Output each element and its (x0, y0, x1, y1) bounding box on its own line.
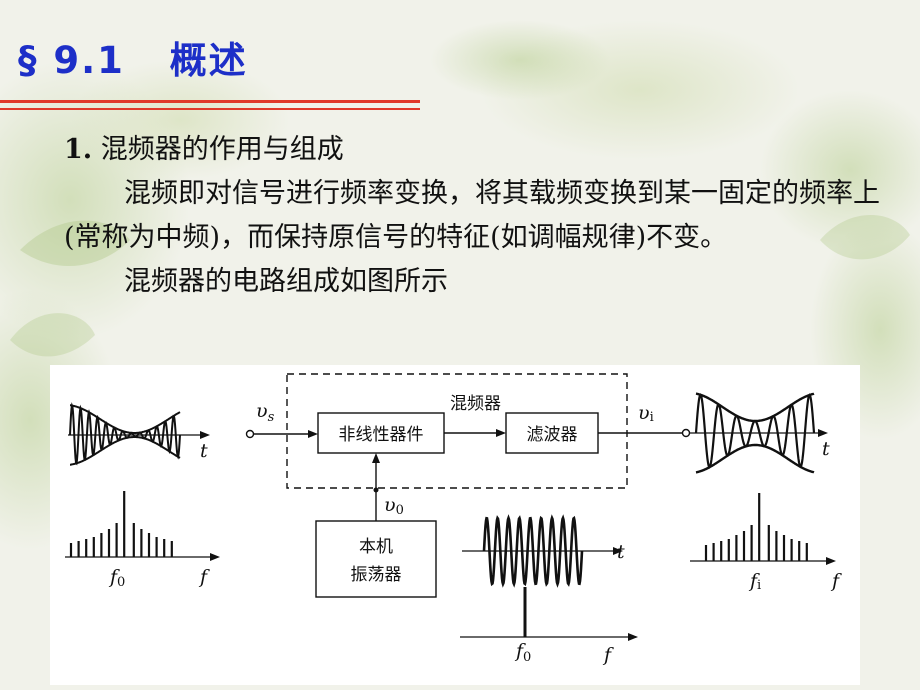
output-waveform (694, 393, 816, 469)
mixer-figure: t f f0 υs 混频器 非线性器件 滤波器 υi υ0 本机 振荡器 t f… (50, 365, 860, 685)
input-t-label: t (200, 440, 208, 462)
title-underline-thin (0, 108, 420, 110)
mixer-diagram: t f f0 υs 混频器 非线性器件 滤波器 υi υ0 本机 振荡器 t f… (65, 373, 842, 666)
output-fi-sub: i (757, 578, 761, 593)
lo-signal-label: υ0 (384, 494, 404, 518)
slide-body: 1. 混频器的作用与组成 混频即对信号进行频率变换，将其载频变换到某一固定的频率… (64, 128, 884, 304)
v0-symbol: υ (384, 494, 396, 516)
lo-label-line1: 本机 (359, 537, 393, 557)
slide-title: § 9.1 概述 (18, 39, 248, 82)
section-heading: 1. 混频器的作用与组成 (64, 128, 884, 172)
local-oscillator-block (315, 520, 437, 598)
output-signal-label: υi (638, 402, 654, 425)
lo-axis-arrow (613, 547, 623, 555)
mixer-label: 混频器 (450, 394, 501, 414)
mixer-boundary (286, 373, 628, 489)
output-axis-arrow (818, 429, 828, 437)
output-envelope-upper (695, 392, 815, 423)
lo-t-label: t (617, 541, 625, 563)
lo-f0-label: f0 (514, 640, 531, 665)
input-terminal (245, 429, 255, 439)
vs-symbol: υ (256, 400, 268, 422)
lo-junction (373, 487, 379, 493)
output-fi-label: fi (748, 570, 761, 593)
vi-symbol: υ (638, 402, 650, 424)
link-arrow (496, 429, 506, 437)
output-f-label: f (830, 570, 842, 592)
lo-f0-symbol: f (514, 640, 526, 662)
nonlinear-device-label: 非线性器件 (339, 425, 424, 445)
input-envelope-upper (70, 404, 181, 434)
output-spectrum (704, 493, 808, 561)
lo-arrow (372, 453, 380, 463)
output-terminal (681, 428, 691, 438)
output-t-label: t (822, 438, 830, 460)
vi-sub: i (650, 410, 654, 425)
lo-freq-arrow (628, 633, 638, 641)
input-envelope-lower (70, 436, 181, 466)
input-signal-label: υs (256, 400, 275, 425)
input-line-arrow (308, 430, 318, 438)
output-fi-symbol: f (748, 570, 760, 592)
v0-sub: 0 (396, 503, 404, 518)
input-waveform (69, 402, 181, 466)
input-f0-sub: 0 (117, 575, 125, 590)
lo-waveform (482, 514, 584, 588)
lo-f0-sub: 0 (523, 650, 531, 665)
vs-sub: s (268, 410, 275, 425)
input-f0-label: f0 (108, 566, 125, 590)
input-f-label: f (198, 566, 210, 588)
title-underline (0, 100, 420, 103)
paragraph-figure-intro: 混频器的电路组成如图所示 (124, 266, 448, 297)
lo-label-line2: 振荡器 (351, 565, 402, 585)
input-f0-symbol: f (108, 566, 120, 588)
output-envelope-lower (695, 443, 815, 474)
lo-f-label: f (602, 644, 614, 666)
output-freq-arrow (826, 557, 836, 565)
heading-number: 1. (64, 134, 93, 165)
heading-text: 混频器的作用与组成 (100, 134, 344, 165)
input-freq-arrow (210, 553, 220, 561)
filter-label: 滤波器 (527, 425, 578, 445)
paragraph-definition: 混频即对信号进行频率变换，将其载频变换到某一固定的频率上(常称为中频)，而保持原… (64, 178, 880, 253)
input-spectrum (69, 491, 173, 557)
input-axis-arrow (200, 431, 210, 439)
